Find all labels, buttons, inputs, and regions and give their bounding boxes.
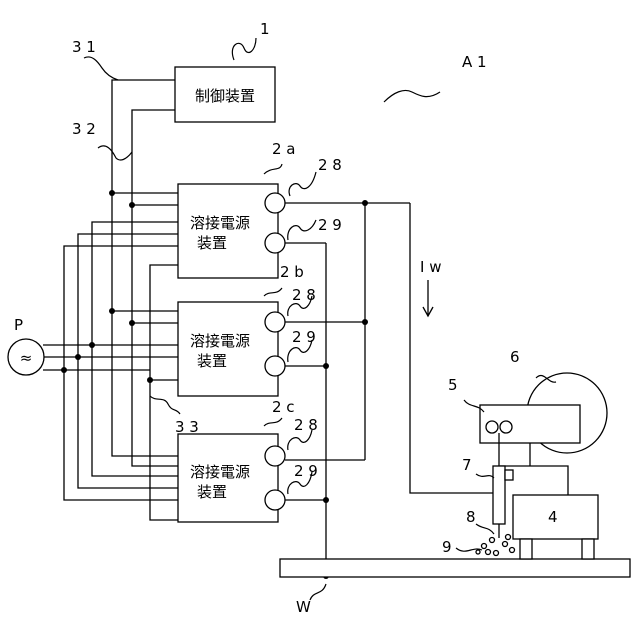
ref-label-2c: 2 c: [272, 398, 295, 416]
leader-lines: [84, 38, 556, 600]
ref-label-28-c: 2 8: [294, 416, 318, 434]
ref-label-8: 8: [466, 508, 476, 526]
ref-label-32: 3 2: [72, 120, 96, 138]
terminal-29-c: [265, 490, 285, 510]
power-unit-2c-line1: 溶接電源: [190, 463, 250, 481]
ref-label-4: 4: [548, 508, 558, 526]
three-phase-lines: [43, 222, 178, 500]
control-line-31: [109, 80, 178, 456]
positive-bus: [285, 200, 493, 493]
ref-label-33: 3 3: [175, 418, 199, 436]
ref-label-p: P: [14, 316, 23, 334]
ref-label-29-a: 2 9: [318, 216, 342, 234]
ref-label-1: 1: [260, 20, 270, 38]
current-arrow: [423, 280, 433, 316]
ref-label-iw: I w: [420, 258, 441, 276]
ref-label-2b: 2 b: [280, 263, 304, 281]
terminal-29-b: [265, 356, 285, 376]
ref-label-28-a: 2 8: [318, 156, 342, 174]
ref-label-w: W: [296, 598, 311, 616]
power-unit-2a-line1: 溶接電源: [190, 214, 250, 232]
terminal-28-b: [265, 312, 285, 332]
ref-label-2a: 2 a: [272, 140, 296, 158]
terminal-29-a: [265, 233, 285, 253]
ref-label-7: 7: [462, 456, 472, 474]
ref-label-31: 3 1: [72, 38, 96, 56]
terminal-28-a: [265, 193, 285, 213]
power-source-symbol: ≈: [20, 349, 33, 367]
spatter: [476, 535, 515, 556]
power-unit-2b-line1: 溶接電源: [190, 332, 250, 350]
welding-torch: [493, 466, 505, 524]
ref-label-28-b: 2 8: [292, 286, 316, 304]
ref-label-5: 5: [448, 376, 458, 394]
communication-line-33: [147, 265, 178, 520]
control-line-32: [129, 110, 178, 466]
workpiece: [280, 559, 630, 577]
power-unit-2b-line2: 装置: [197, 352, 227, 370]
ref-label-a1: A 1: [462, 53, 487, 71]
power-unit-2a-line2: 装置: [197, 234, 227, 252]
ref-label-6: 6: [510, 348, 520, 366]
robot-leg-left: [520, 539, 532, 559]
power-unit-2c-line2: 装置: [197, 483, 227, 501]
ref-label-9: 9: [442, 538, 452, 556]
feed-roller-left: [486, 421, 498, 433]
terminal-28-c: [265, 446, 285, 466]
ref-label-29-b: 2 9: [292, 328, 316, 346]
torch-clamp: [505, 470, 513, 480]
feed-roller-right: [500, 421, 512, 433]
control-device-label: 制御装置: [195, 87, 255, 105]
ref-label-29-c: 2 9: [294, 462, 318, 480]
robot-leg-right: [582, 539, 594, 559]
welding-robot: [476, 373, 607, 559]
